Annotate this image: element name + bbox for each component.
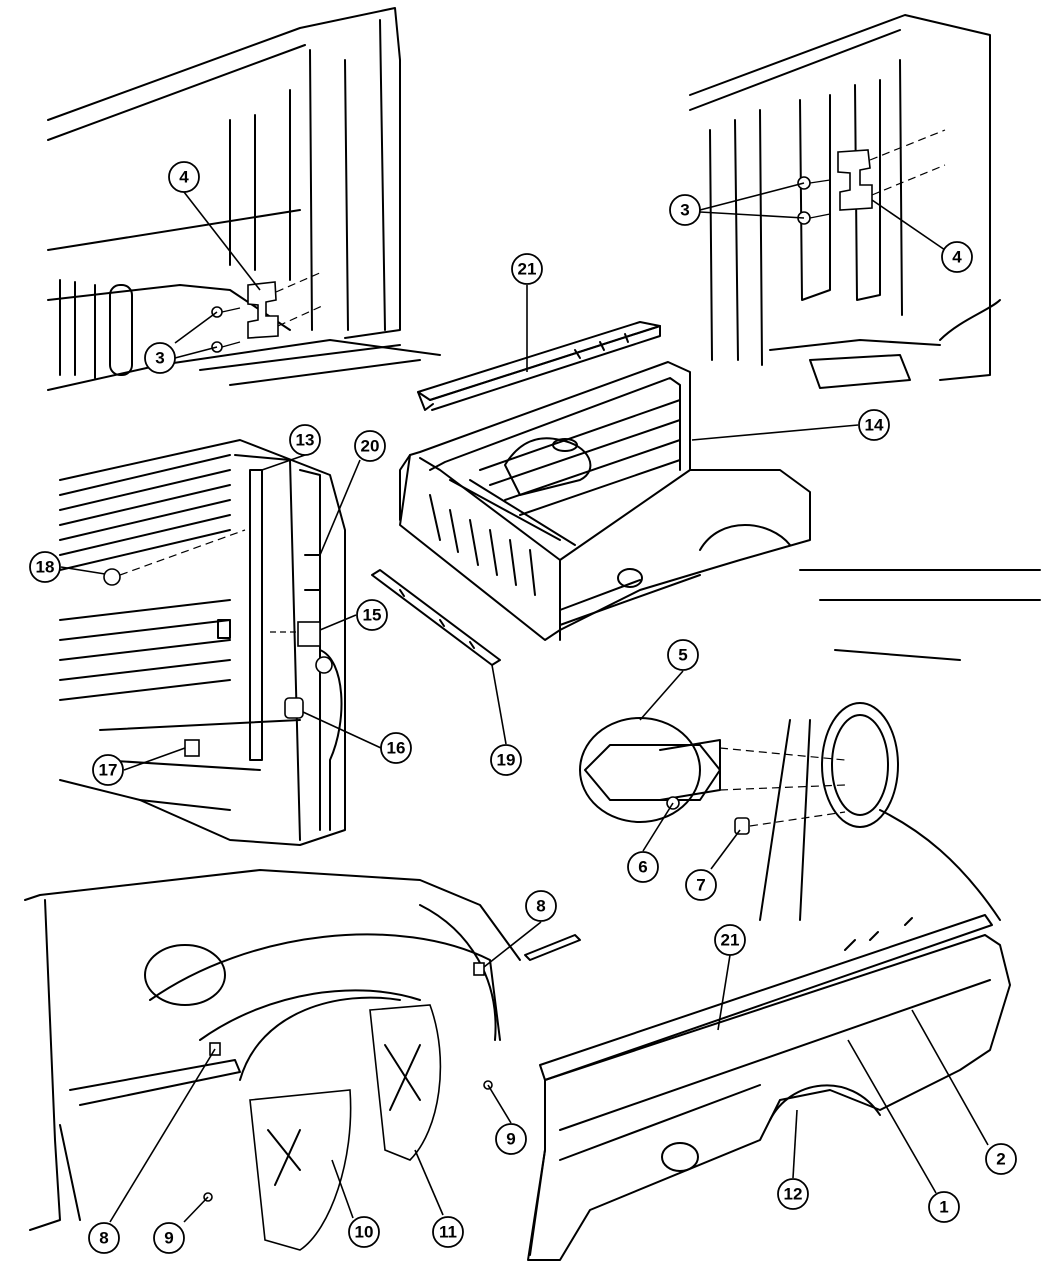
callout-label: 18: [36, 558, 55, 577]
callout-label: 15: [363, 606, 382, 625]
rivet-lower: [315, 656, 333, 674]
callout-label: 14: [865, 416, 884, 435]
pickup-box: [399, 361, 811, 641]
bumper-17: [184, 739, 200, 757]
callout-label: 10: [355, 1223, 374, 1242]
callout-label: 4: [952, 248, 962, 267]
callout: 4: [168, 161, 200, 193]
view-side-panel: [527, 914, 1011, 1261]
callout: 2: [985, 1143, 1017, 1175]
callout: 6: [627, 851, 659, 883]
bracket-right: [837, 149, 873, 211]
callout: 19: [490, 744, 522, 776]
bracket-left: [247, 281, 279, 339]
callout-label: 12: [784, 1185, 803, 1204]
rail-strip-19: [371, 569, 501, 666]
callout-label: 9: [506, 1130, 515, 1149]
callout: 21: [714, 924, 746, 956]
view-tailgate-area: [59, 439, 346, 846]
splash-shield-11: [369, 1004, 442, 1161]
view-bed-front-left: [47, 7, 441, 391]
callout-label: 3: [155, 349, 164, 368]
callout: 8: [525, 890, 557, 922]
callout-label: 16: [387, 739, 406, 758]
callout: 13: [289, 424, 321, 456]
callout: 1: [928, 1191, 960, 1223]
callout-label: 19: [497, 751, 516, 770]
callout: 9: [153, 1222, 185, 1254]
callout: 9: [495, 1123, 527, 1155]
callout-label: 20: [361, 437, 380, 456]
callout: 7: [685, 869, 717, 901]
callout-label: 8: [536, 897, 545, 916]
callout-label: 11: [439, 1223, 457, 1242]
bumper-7: [734, 817, 750, 835]
callout: 11: [432, 1216, 464, 1248]
callout: 3: [669, 194, 701, 226]
callout-label: 2: [996, 1150, 1005, 1169]
callout-label: 9: [164, 1229, 173, 1248]
view-wheelhouse: [24, 869, 581, 1251]
rivet-18: [103, 568, 121, 586]
callout: 18: [29, 551, 61, 583]
latch-15: [297, 621, 321, 647]
callout: 15: [356, 599, 388, 631]
callout: 16: [380, 732, 412, 764]
callout: 10: [348, 1216, 380, 1248]
callouts: 4 3 3 4 21 14 13 20 18 15 16 17 19 5 6 7…: [29, 161, 1017, 1254]
callout: 4: [941, 241, 973, 273]
callout: 12: [777, 1178, 809, 1210]
callout-label: 6: [638, 858, 647, 877]
callout-label: 17: [99, 761, 118, 780]
callout-label: 3: [680, 201, 689, 220]
callout-label: 13: [296, 431, 315, 450]
callout-label: 1: [939, 1198, 948, 1217]
callout-label: 21: [518, 260, 537, 279]
bumper-16: [284, 697, 304, 719]
leader-lines: [60, 182, 989, 1223]
callout: 14: [858, 409, 890, 441]
callout-label: 4: [179, 168, 189, 187]
bed-rail-cap-upper: [417, 321, 661, 411]
callout: 8: [88, 1222, 120, 1254]
callout-label: 21: [721, 931, 740, 950]
callout: 5: [667, 639, 699, 671]
callout: 3: [144, 342, 176, 374]
callout: 21: [511, 253, 543, 285]
clip-8-upper: [473, 962, 485, 976]
callout: 20: [354, 430, 386, 462]
callout-label: 5: [678, 646, 687, 665]
view-bed-front-right: [689, 14, 1001, 389]
callout-label: 8: [99, 1229, 108, 1248]
callout-label: 7: [696, 876, 705, 895]
view-fuel-door: [579, 569, 1041, 921]
callout: 17: [92, 754, 124, 786]
